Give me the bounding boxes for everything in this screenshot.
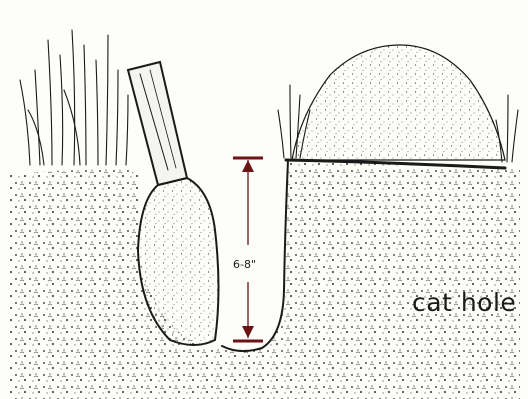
caption: cat hole [412,288,516,317]
depth-label: 6-8" [233,258,256,271]
